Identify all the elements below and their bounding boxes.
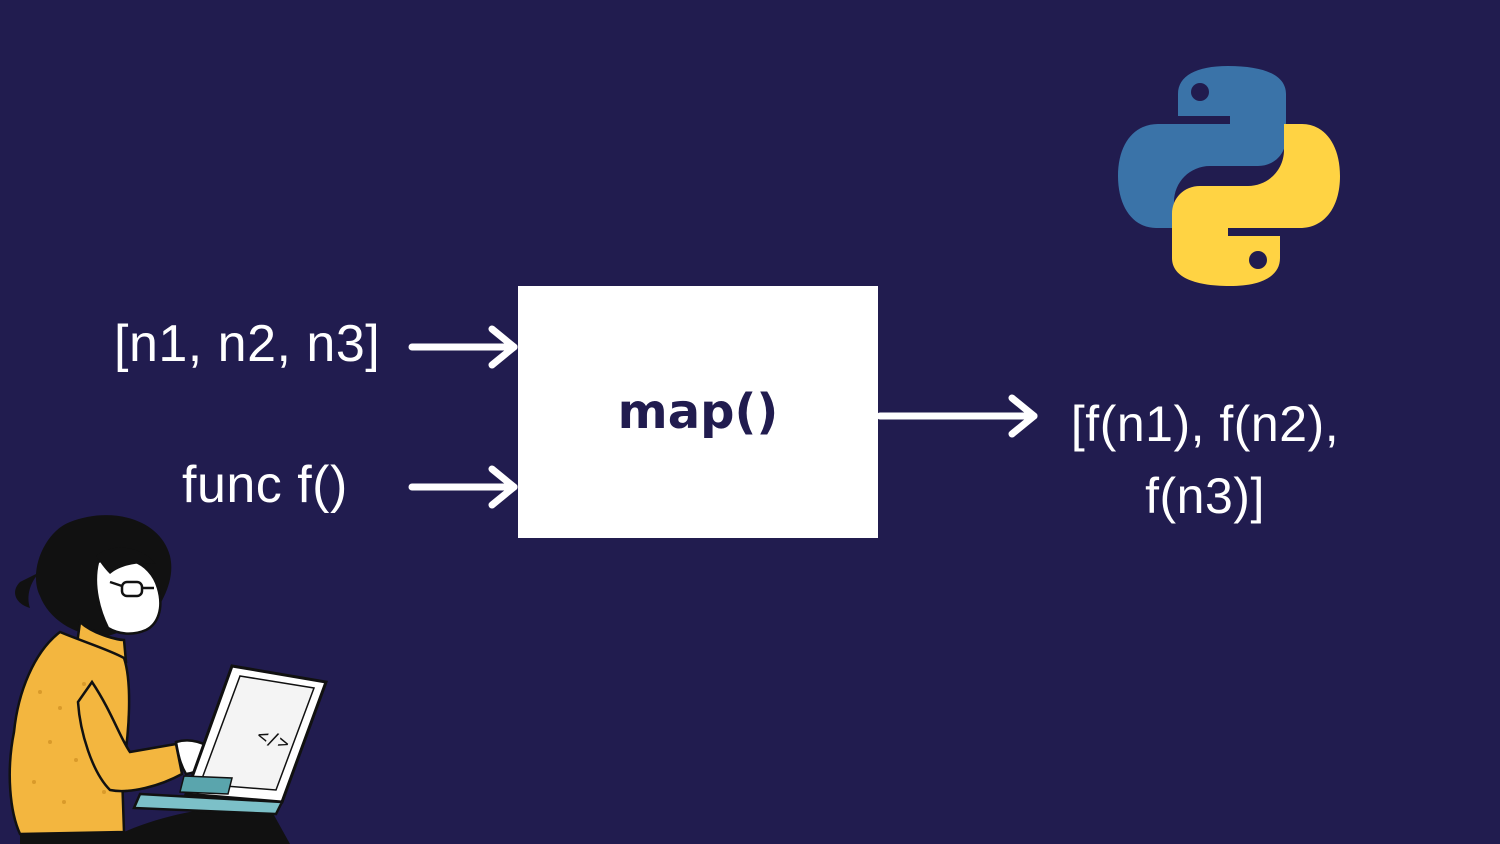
map-to-output-arrow bbox=[876, 394, 1038, 438]
glasses-icon bbox=[109, 580, 154, 598]
map-function-box: map() bbox=[518, 286, 878, 538]
laptop-icon: </> bbox=[132, 664, 329, 816]
output-label: [f(n1), f(n2), f(n3)] bbox=[1030, 388, 1380, 532]
map-function-label: map() bbox=[617, 384, 779, 440]
function-to-map-arrow bbox=[408, 465, 518, 509]
list-to-map-arrow bbox=[408, 325, 518, 369]
python-logo-icon bbox=[1118, 66, 1340, 286]
input-list-label: [n1, n2, n3] bbox=[114, 315, 381, 373]
person-with-laptop-illustration: </> bbox=[8, 515, 329, 844]
output-line-2: f(n3)] bbox=[1145, 468, 1265, 524]
input-function-label: func f() bbox=[182, 456, 348, 514]
output-line-1: [f(n1), f(n2), bbox=[1070, 396, 1340, 452]
